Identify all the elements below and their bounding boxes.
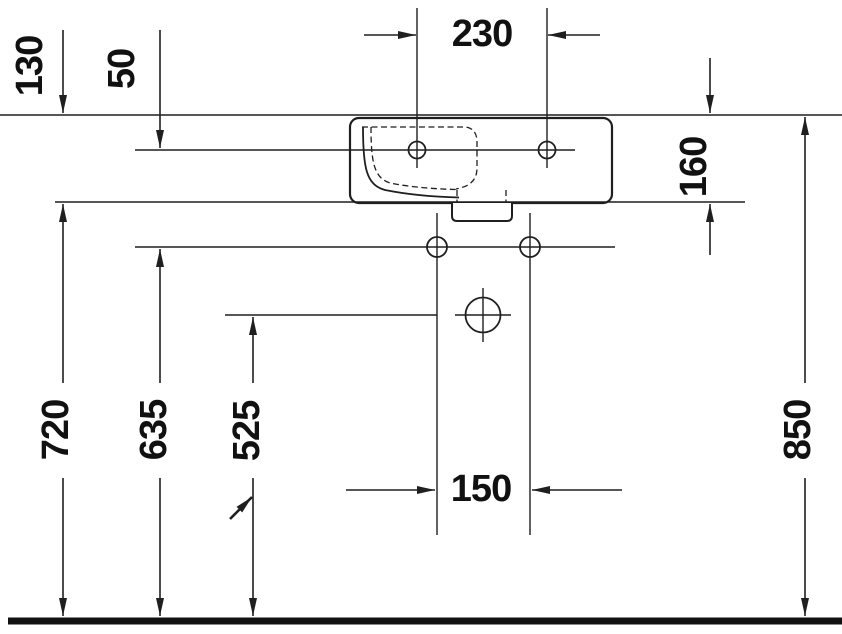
dim-160-label: 160 xyxy=(673,137,715,197)
mounting-hole-left xyxy=(426,236,448,258)
dimension-160: 160 xyxy=(673,58,715,255)
dim-525-label: 525 xyxy=(226,400,268,461)
mounting-hole-right xyxy=(519,236,541,258)
dimension-150: 150 xyxy=(346,213,622,535)
dim-130-label: 130 xyxy=(9,36,51,96)
basin-interior-detail xyxy=(362,126,507,202)
direction-arrow xyxy=(229,496,253,520)
dim-850-label: 850 xyxy=(777,400,819,460)
dim-230-label: 230 xyxy=(452,13,512,55)
mounting-holes xyxy=(426,236,541,258)
dimension-525: 525 xyxy=(226,317,268,616)
dimension-850: 850 xyxy=(777,117,819,616)
dim-720-label: 720 xyxy=(35,400,77,460)
dimension-130: 130 xyxy=(9,30,67,113)
dim-635-label: 635 xyxy=(133,399,175,460)
faucet-holes xyxy=(407,140,557,160)
dim-50-label: 50 xyxy=(101,49,143,89)
washbasin-outline xyxy=(348,116,614,222)
dim-150-label: 150 xyxy=(451,468,511,510)
dimension-720: 720 xyxy=(35,204,77,616)
faucet-hole-left xyxy=(407,140,427,160)
faucet-hole-right xyxy=(537,140,557,160)
drain-hole xyxy=(455,288,511,342)
reference-lines xyxy=(0,114,842,316)
drain-trap xyxy=(451,203,513,222)
dimension-635: 635 xyxy=(133,249,175,616)
dimension-50: 50 xyxy=(101,30,164,148)
